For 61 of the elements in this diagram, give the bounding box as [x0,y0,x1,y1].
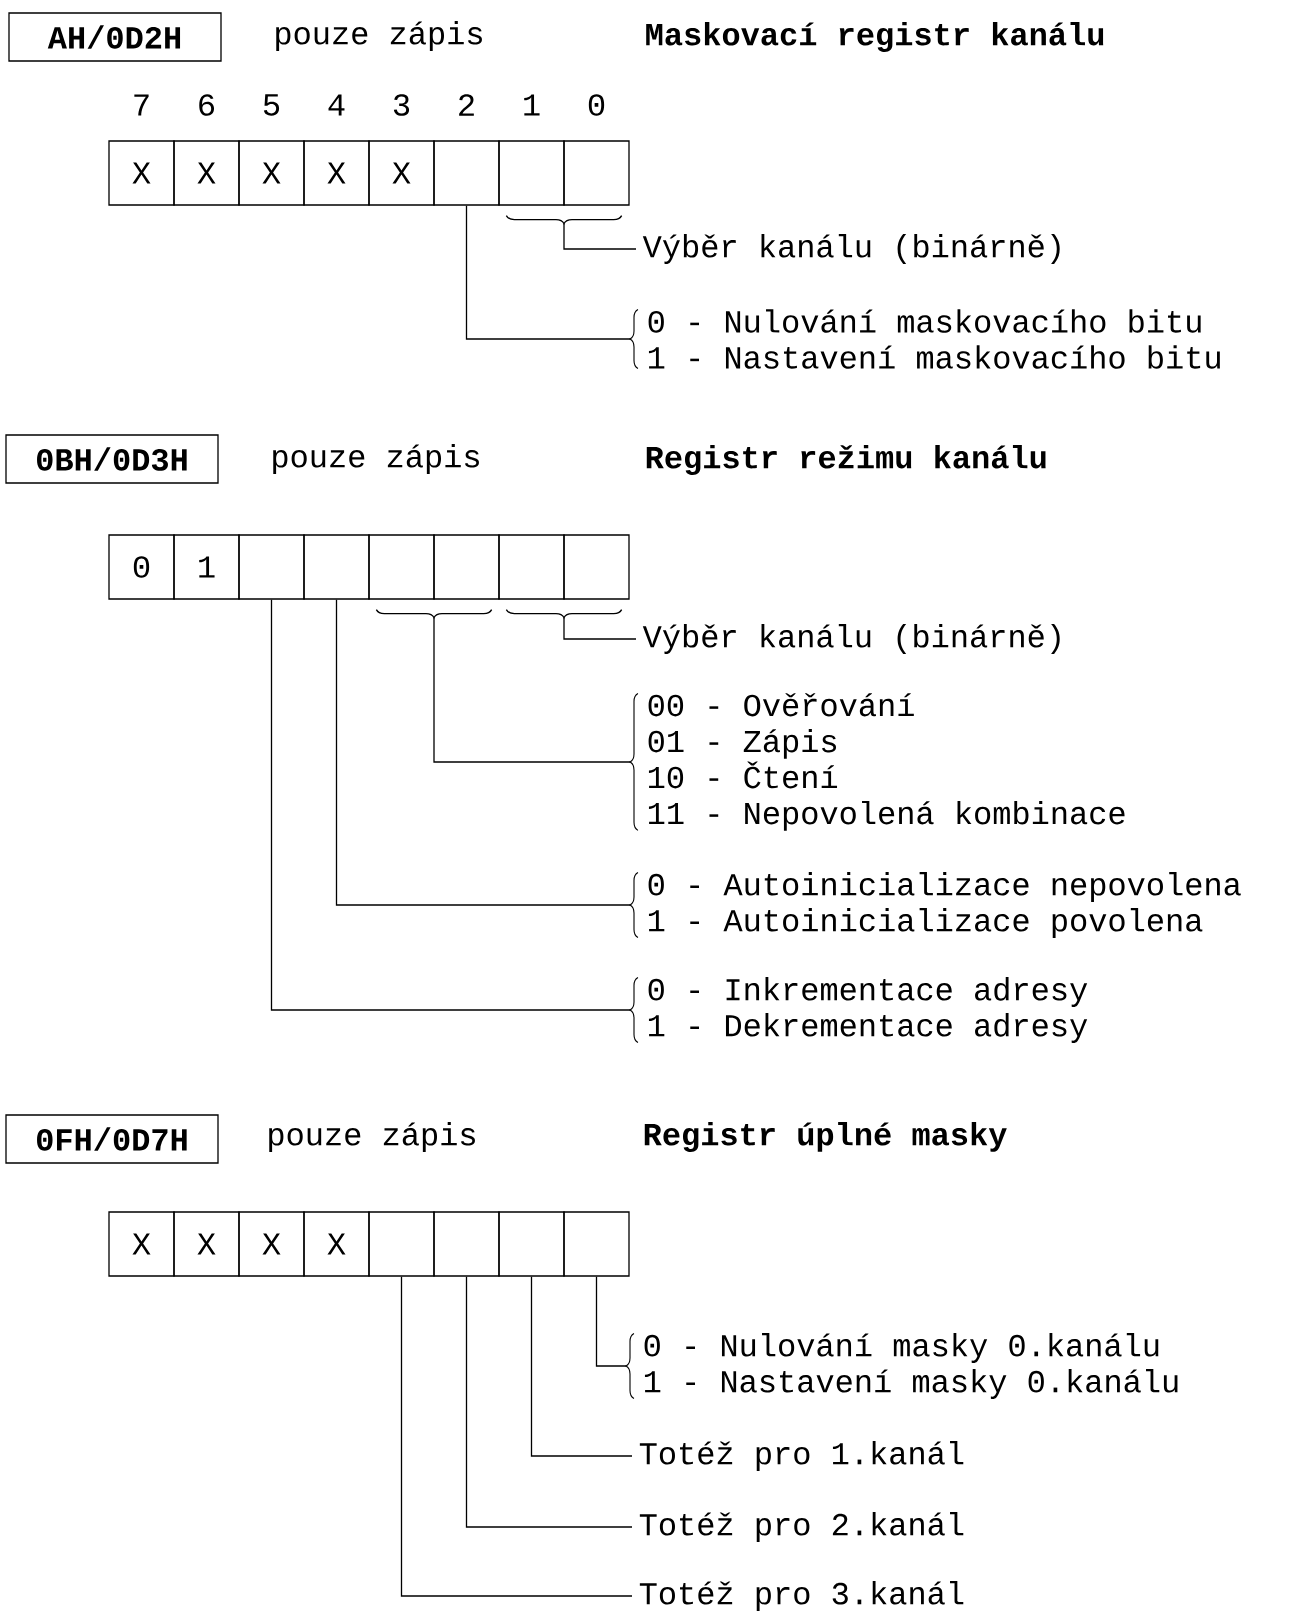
address-box: 0FH/0D7H [5,1114,219,1164]
bit-cell [498,1211,565,1277]
bit-cell [433,534,500,600]
bit-cell: X [173,140,240,206]
bracketed-list: 00 - Ověřování 01 - Zápis 10 - Čtení 11 - Nepovolená kombinace [629,693,1125,831]
leader-line [270,599,631,1011]
bracketed-list: 0 - Autoinicializace nepovolena 1 - Autoinicializace povolena [629,871,1241,939]
bit-number: 1 [524,94,540,116]
bit-cell: X [238,140,305,206]
bit-cell: X [303,1211,370,1277]
bit-cell: X [368,140,435,206]
register-title: Registr režimu kanálu [646,445,1046,475]
bit-number: 5 [263,94,280,116]
bit-cell: 0 [108,534,175,600]
description-text: Totéž pro 1.kanál [639,1441,964,1471]
bit-cell: X [303,140,370,206]
access-note: pouze zápis [269,1122,475,1152]
bit-cell [303,534,370,600]
access-note: pouze zápis [276,21,482,51]
bit-cell: X [108,140,175,206]
bit-cell [498,534,565,600]
access-note: pouze zápis [273,444,479,474]
bit-cell [368,1211,435,1277]
bit-number: 4 [328,94,345,116]
bit-cell: X [238,1211,305,1277]
description-text: Výběr kanálu (binárně) [642,624,1060,654]
bit-cell: X [108,1211,175,1277]
leader-line [530,1276,633,1457]
leader-line [465,205,631,340]
leader-line [400,1276,633,1597]
bit-number: 2 [459,94,474,116]
bracketed-list: 0 - Inkrementace adresy 1 - Dekrementace adresy [629,976,1088,1044]
register-title: Maskovací registr kanálu [646,22,1104,52]
brace-leader [505,215,637,250]
brace-leader [505,609,637,640]
address-box: AH/0D2H [8,12,222,62]
description-text: Totéž pro 3.kanál [639,1581,964,1611]
bit-number: 6 [199,94,214,116]
bit-cell [433,140,500,206]
bracketed-list: 0 - Nulování masky 0.kanálu 1 - Nastavení masky 0.kanálu [625,1332,1178,1400]
bit-cell [563,140,630,206]
bit-cell [238,534,305,600]
bit-cell [433,1211,500,1277]
bit-cell: X [173,1211,240,1277]
bit-cell [368,534,435,600]
leader-line [465,1276,633,1528]
bit-cell: 1 [173,534,240,600]
bit-number: 3 [393,94,410,116]
description-text: Výběr kanálu (binárně) [642,234,1060,264]
bit-number: 0 [588,94,605,116]
bit-cell [563,1211,630,1277]
description-text: Totéž pro 2.kanál [639,1512,964,1542]
bit-cell [563,534,630,600]
address-box: 0BH/0D3H [5,434,219,484]
leader-line [335,599,631,906]
leader-line [595,1276,627,1367]
bit-cell [498,140,565,206]
bit-number: 7 [134,94,149,116]
register-title: Registr úplné masky [644,1122,1007,1152]
brace-leader [375,609,631,763]
bracketed-list: 0 - Nulování maskovacího bitu 1 - Nastavení maskovacího bitu [629,309,1220,369]
